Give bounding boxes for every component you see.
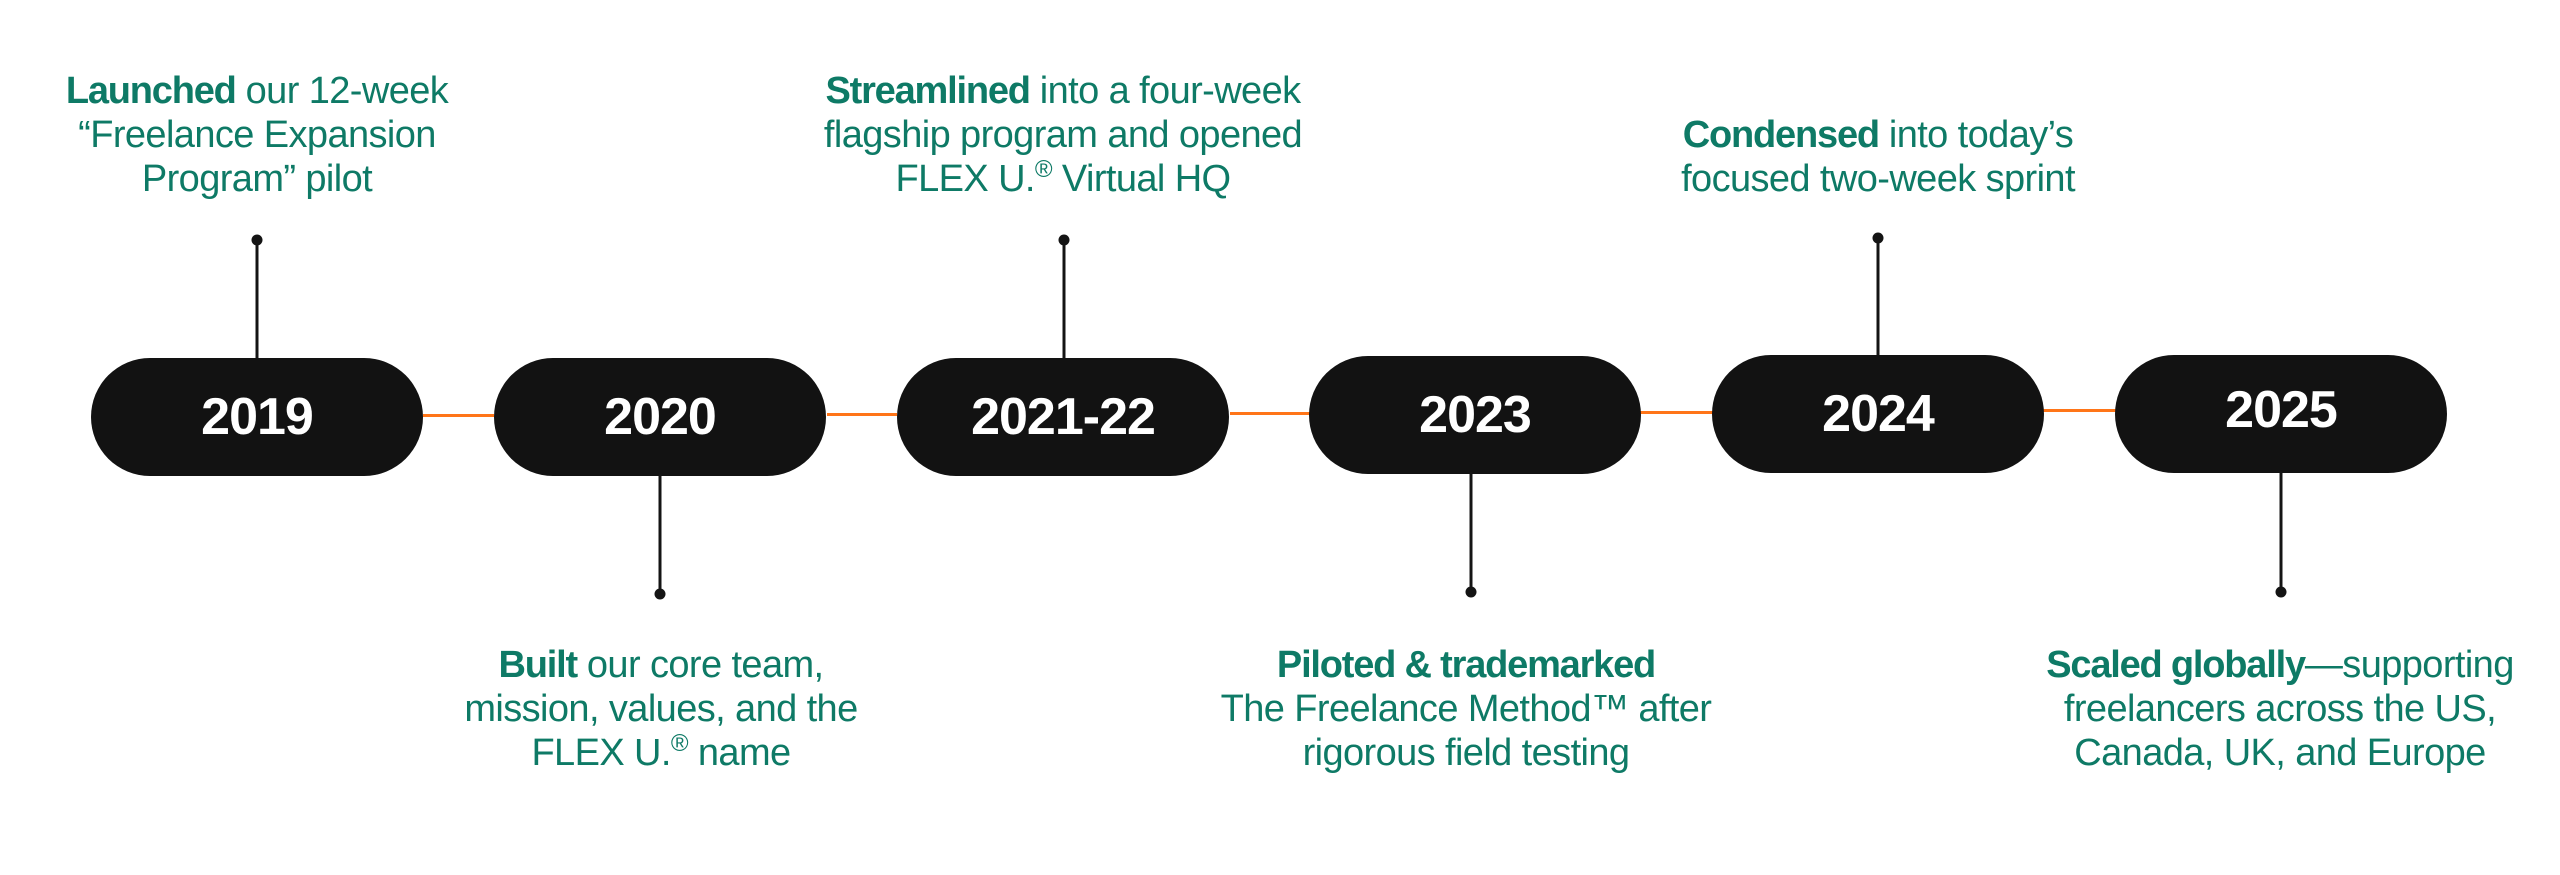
caption-line: rigorous field testing	[1186, 731, 1746, 775]
caption-line: FLEX U.® name	[381, 731, 941, 775]
caption-text: rigorous field testing	[1302, 732, 1630, 774]
caption-line: flagship program and opened	[783, 113, 1343, 157]
caption-text: our core team,	[576, 644, 824, 686]
milestone-caption: Streamlined into a four-week flagship pr…	[783, 69, 1343, 201]
timeline-axis-segment	[827, 413, 897, 416]
connector-stem	[658, 474, 662, 594]
caption-line: freelancers across the US,	[2000, 687, 2560, 731]
timeline-axis-segment	[2042, 409, 2117, 412]
milestone-caption: Built our core team, mission, values, an…	[381, 643, 941, 775]
caption-line: mission, values, and the	[381, 687, 941, 731]
caption-text: Virtual HQ	[1051, 158, 1231, 200]
connector-stem	[1469, 472, 1473, 592]
caption-text: name	[687, 732, 791, 774]
caption-text: “Freelance Expansion	[78, 114, 436, 156]
caption-line: “Freelance Expansion	[0, 113, 537, 157]
connector-stem	[255, 240, 259, 360]
caption-bold: Condensed	[1682, 114, 1880, 156]
caption-line: The Freelance Method™ after	[1186, 687, 1746, 731]
caption-text: Program” pilot	[141, 158, 373, 200]
year-label: 2024	[1822, 385, 1935, 443]
caption-line: Launched our 12-week	[0, 69, 537, 113]
caption-line: Program” pilot	[0, 157, 537, 201]
milestone-caption: Piloted & trademarked The Freelance Meth…	[1186, 643, 1746, 775]
connector-stem	[1062, 240, 1066, 360]
caption-line: Scaled globally—supporting	[2000, 643, 2560, 687]
caption-line: Piloted & trademarked	[1186, 643, 1746, 687]
year-label: 2023	[1419, 386, 1532, 444]
caption-text: our 12-week	[235, 70, 449, 112]
caption-line: Canada, UK, and Europe	[2000, 731, 2560, 775]
year-pill: 2021-22	[897, 358, 1229, 476]
year-pill: 2024	[1712, 355, 2044, 473]
caption-bold: Built	[498, 644, 579, 686]
caption-bold: Piloted & trademarked	[1276, 644, 1656, 686]
timeline-axis-segment	[1640, 411, 1715, 414]
connector-dot	[1465, 586, 1477, 598]
caption-bold: Scaled globally	[2046, 644, 2306, 686]
year-label: 2019	[201, 388, 314, 446]
caption-text: —supporting	[2304, 644, 2514, 686]
registered-mark: ®	[670, 730, 689, 757]
caption-text: FLEX U.	[531, 732, 671, 774]
caption-line: Condensed into today’s	[1598, 113, 2158, 157]
year-label: 2020	[604, 388, 717, 446]
caption-text: into today’s	[1878, 114, 2074, 156]
caption-bold: Launched	[65, 70, 237, 112]
milestone-caption: Condensed into today’s focused two-week …	[1598, 113, 2158, 201]
connector-stem	[2279, 471, 2283, 592]
caption-text: focused two-week sprint	[1681, 158, 2075, 200]
caption-text: freelancers across the US,	[2063, 688, 2497, 730]
caption-line: focused two-week sprint	[1598, 157, 2158, 201]
year-pill: 2025	[2115, 355, 2447, 473]
caption-text: mission, values, and the	[464, 688, 858, 730]
timeline-axis-segment	[1230, 412, 1310, 415]
caption-text: into a four-week	[1029, 70, 1301, 112]
timeline-axis-segment	[423, 414, 494, 417]
caption-line: Streamlined into a four-week	[783, 69, 1343, 113]
connector-dot	[654, 588, 666, 600]
year-label: 2025	[2225, 381, 2338, 439]
connector-dot	[2275, 586, 2287, 598]
year-pill: 2020	[494, 358, 826, 476]
caption-bold: Streamlined	[825, 70, 1031, 112]
connector-stem	[1876, 238, 1880, 358]
caption-text: flagship program and opened	[823, 114, 1303, 156]
year-pill: 2019	[91, 358, 423, 476]
milestone-caption: Scaled globally—supporting freelancers a…	[2000, 643, 2560, 775]
caption-text: Canada, UK, and Europe	[2074, 732, 2486, 774]
registered-mark: ®	[1034, 156, 1053, 183]
caption-text: The Freelance Method™ after	[1220, 688, 1712, 730]
year-pill: 2023	[1309, 356, 1641, 474]
caption-text: FLEX U.	[895, 158, 1035, 200]
milestone-caption: Launched our 12-week “Freelance Expansio…	[0, 69, 537, 201]
caption-line: FLEX U.® Virtual HQ	[783, 157, 1343, 201]
year-label: 2021-22	[971, 388, 1156, 446]
caption-line: Built our core team,	[381, 643, 941, 687]
